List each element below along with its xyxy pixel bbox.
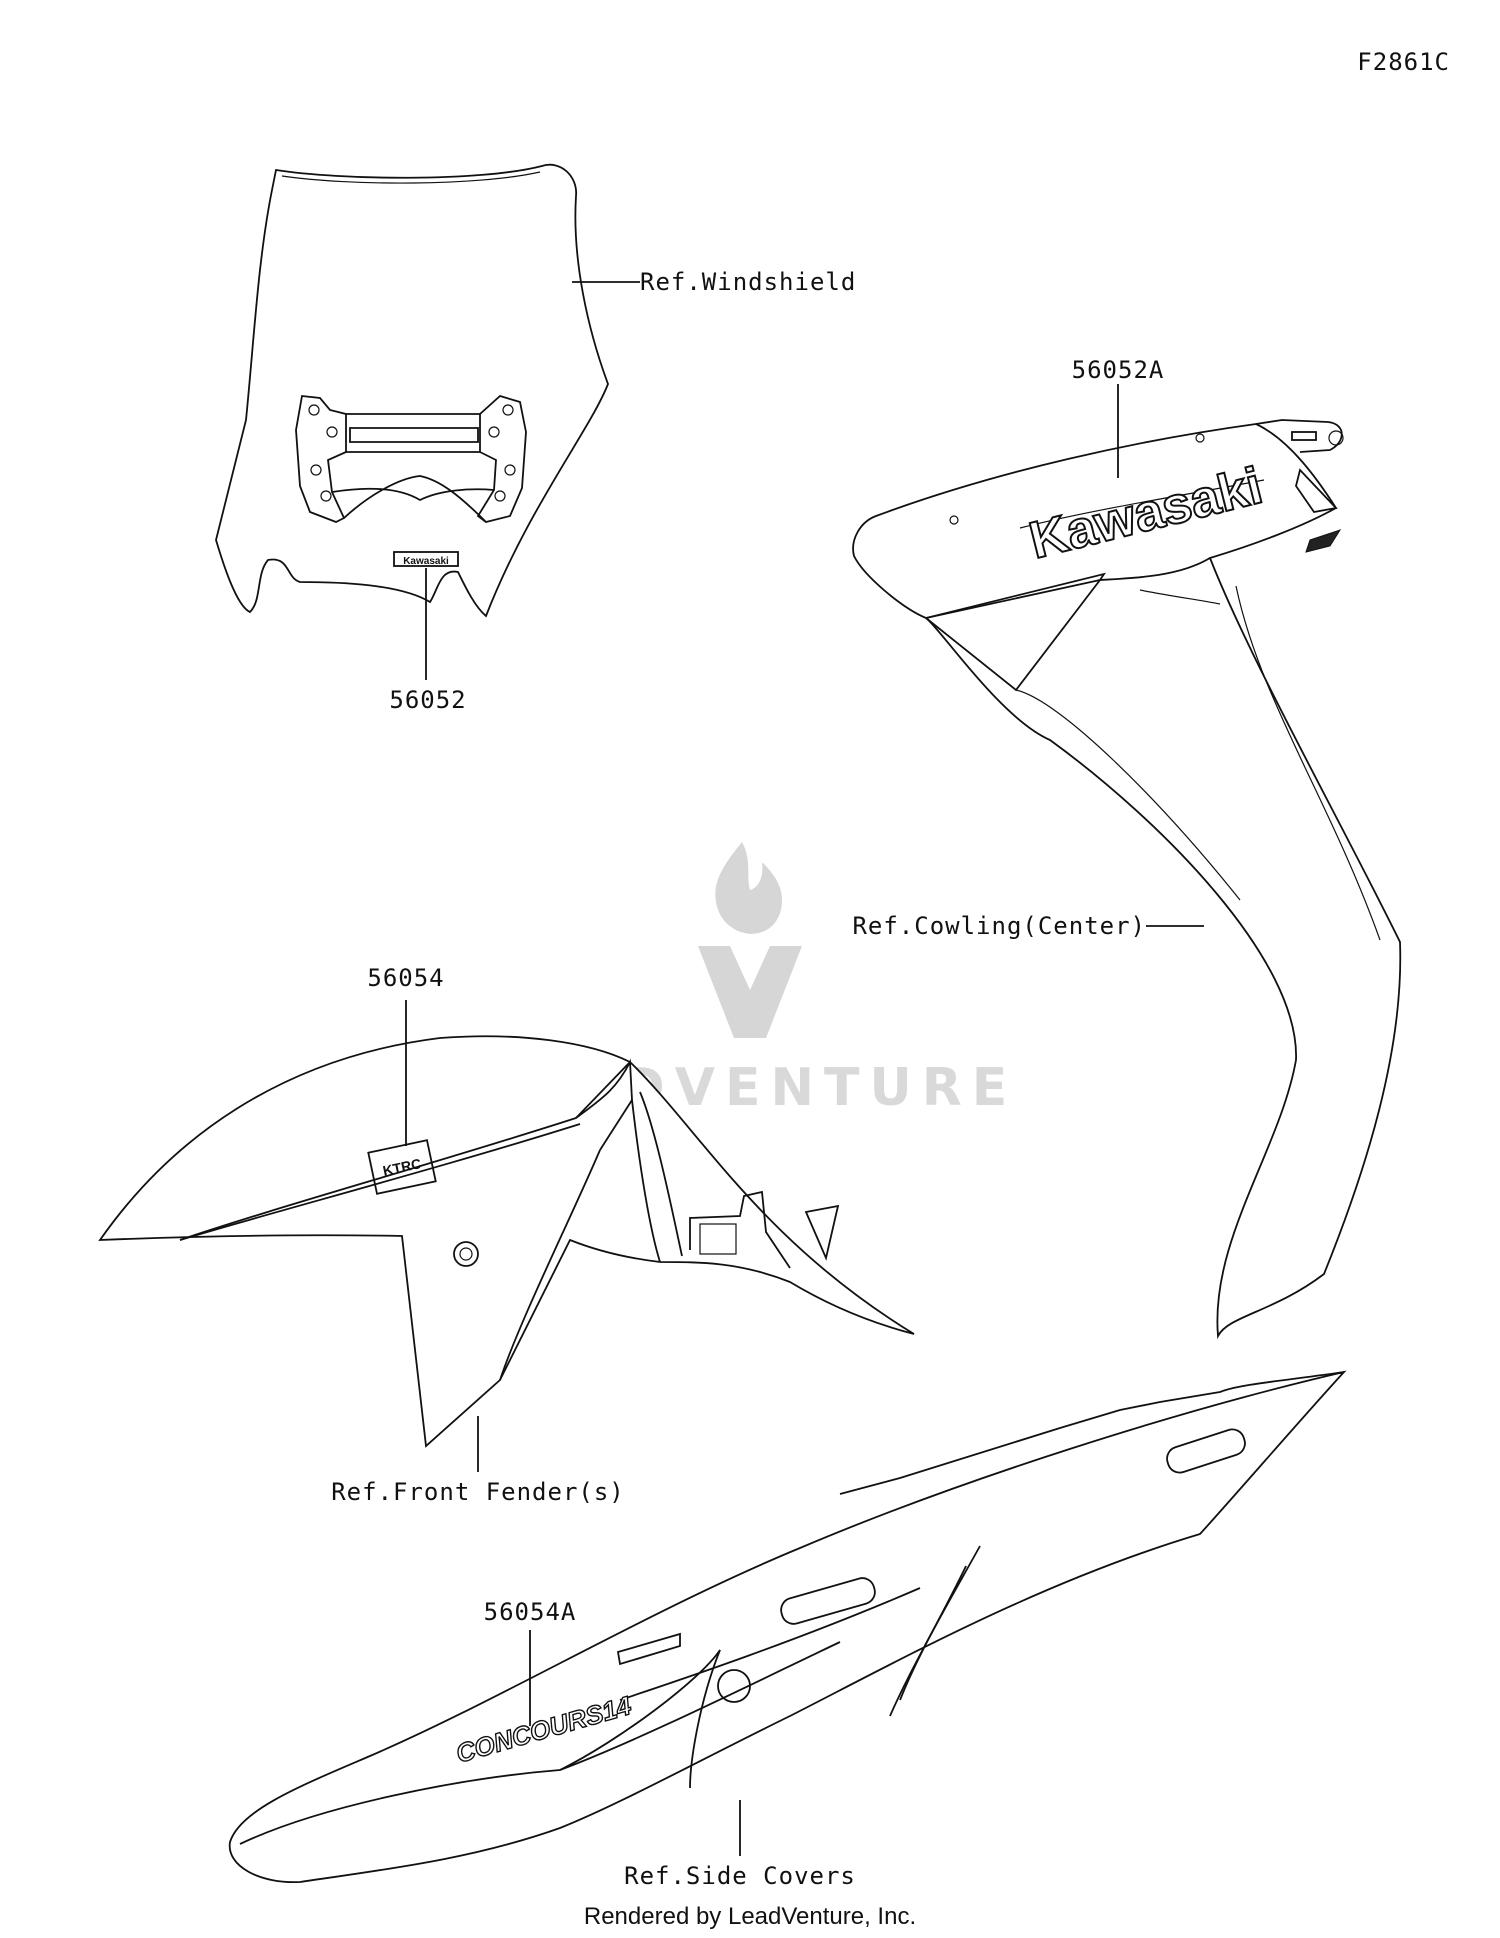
cowling-drawing: Kawasaki [852, 419, 1402, 1340]
fender-ref-label: Ref.Front Fender(s) [331, 1478, 625, 1506]
cowling-part-number[interactable]: 56052A [1072, 356, 1165, 384]
side-cover-ref-label: Ref.Side Covers [624, 1862, 856, 1890]
windshield-drawing: Kawasaki [215, 163, 609, 618]
windshield-ref-label: Ref.Windshield [640, 268, 856, 296]
fender-decal-text: KTRC [381, 1155, 422, 1179]
windshield-part-number[interactable]: 56052 [389, 686, 466, 714]
cowling-ref-label: Ref.Cowling(Center) [852, 912, 1146, 940]
fender-part-number[interactable]: 56054 [367, 964, 444, 992]
side-cover-part-number[interactable]: 56054A [484, 1598, 577, 1626]
flame-icon [715, 842, 782, 934]
diagram-code: F2861C [1357, 48, 1450, 76]
footer-credit: Rendered by LeadVenture, Inc. [584, 1903, 916, 1930]
front-fender-drawing: KTRC [98, 1035, 915, 1448]
side-cover-drawing: CONCOURS14 [228, 1370, 1347, 1883]
lv-logo-icon [698, 946, 802, 1038]
windshield-decal-text: Kawasaki [403, 556, 449, 567]
